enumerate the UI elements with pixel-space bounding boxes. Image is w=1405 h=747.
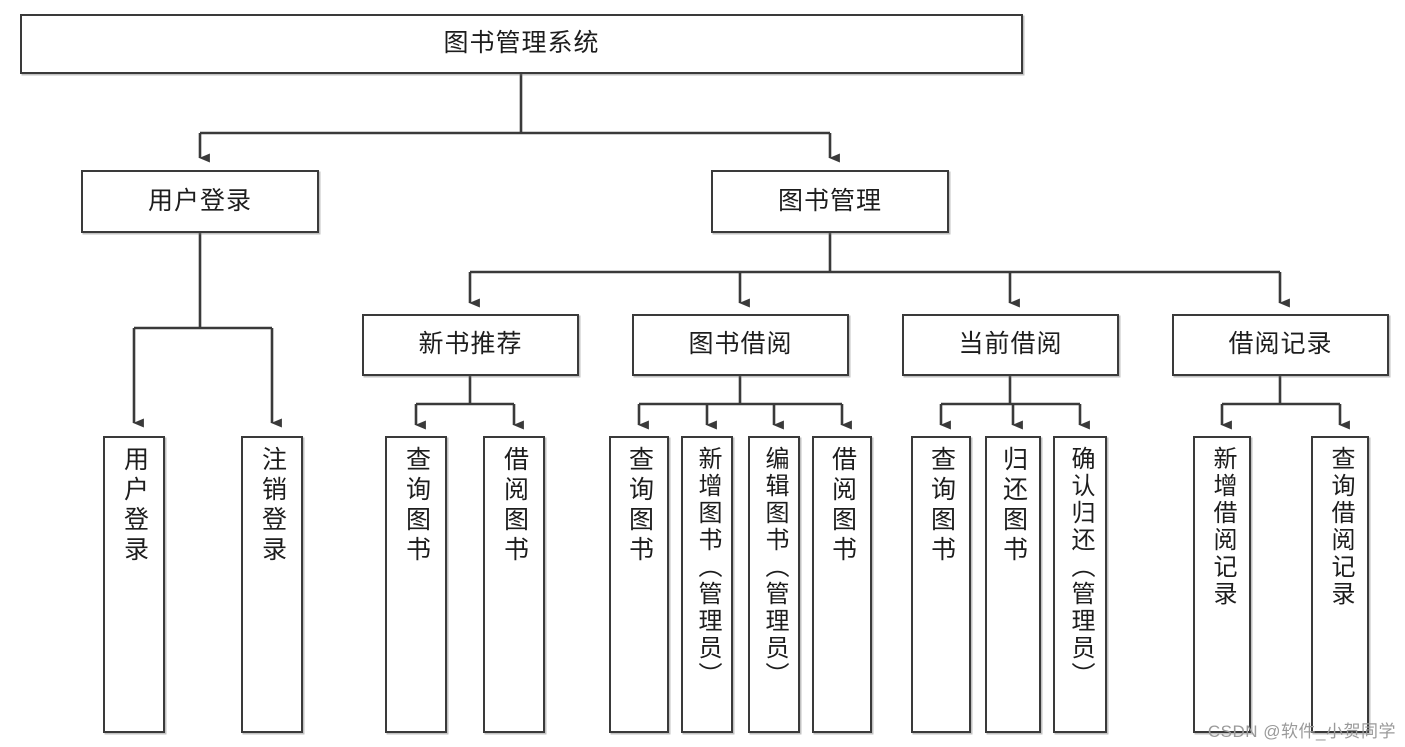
leaf-cb-return-book[interactable]: 归还图书 [985,436,1041,733]
node-root-label: 图书管理系统 [443,29,600,58]
leaf-bb-borrow-book-label: 借阅图书 [828,446,857,566]
leaf-user-login[interactable]: 用户登录 [103,436,165,733]
leaf-cb-confirm-return[interactable]: 确认归还（管理员） [1053,436,1107,733]
leaf-bb-borrow-book[interactable]: 借阅图书 [812,436,872,733]
node-borrow-record[interactable]: 借阅记录 [1172,314,1389,376]
leaf-bb-add-book-label: 新增图书（管理员） [694,446,721,689]
node-current-borrow[interactable]: 当前借阅 [902,314,1119,376]
leaf-bb-query-book[interactable]: 查询图书 [609,436,669,733]
leaf-cb-query-book-label: 查询图书 [927,446,956,566]
leaf-bb-query-book-label: 查询图书 [625,446,654,566]
leaf-nb-query-book[interactable]: 查询图书 [385,436,447,733]
leaf-cb-return-book-label: 归还图书 [999,446,1028,566]
node-root[interactable]: 图书管理系统 [20,14,1023,74]
leaf-nb-query-book-label: 查询图书 [402,446,431,566]
node-user-login-label: 用户登录 [147,186,252,215]
node-current-borrow-label: 当前借阅 [958,330,1063,359]
leaf-cb-confirm-return-label: 确认归还（管理员） [1067,446,1094,689]
leaf-br-query-record-label: 查询借阅记录 [1327,446,1354,608]
watermark-text: CSDN @软件_小贺同学 [1207,722,1396,741]
leaf-bb-edit-book[interactable]: 编辑图书（管理员） [748,436,800,733]
leaf-logout[interactable]: 注销登录 [241,436,303,733]
node-book-management[interactable]: 图书管理 [711,170,949,233]
leaf-cb-query-book[interactable]: 查询图书 [911,436,971,733]
node-book-management-label: 图书管理 [777,186,882,215]
node-borrow-record-label: 借阅记录 [1228,330,1333,359]
leaf-br-add-record-label: 新增借阅记录 [1209,446,1236,608]
node-new-book-recommend-label: 新书推荐 [418,330,523,359]
leaf-nb-borrow-book[interactable]: 借阅图书 [483,436,545,733]
leaf-bb-edit-book-label: 编辑图书（管理员） [761,446,788,689]
leaf-user-login-label: 用户登录 [120,446,149,566]
leaf-br-add-record[interactable]: 新增借阅记录 [1193,436,1251,733]
node-new-book-recommend[interactable]: 新书推荐 [362,314,579,376]
node-book-borrow[interactable]: 图书借阅 [632,314,849,376]
leaf-bb-add-book[interactable]: 新增图书（管理员） [681,436,733,733]
node-book-borrow-label: 图书借阅 [688,330,793,359]
leaf-nb-borrow-book-label: 借阅图书 [500,446,529,566]
node-user-login[interactable]: 用户登录 [81,170,319,233]
leaf-br-query-record[interactable]: 查询借阅记录 [1311,436,1369,733]
leaf-logout-label: 注销登录 [258,446,287,566]
